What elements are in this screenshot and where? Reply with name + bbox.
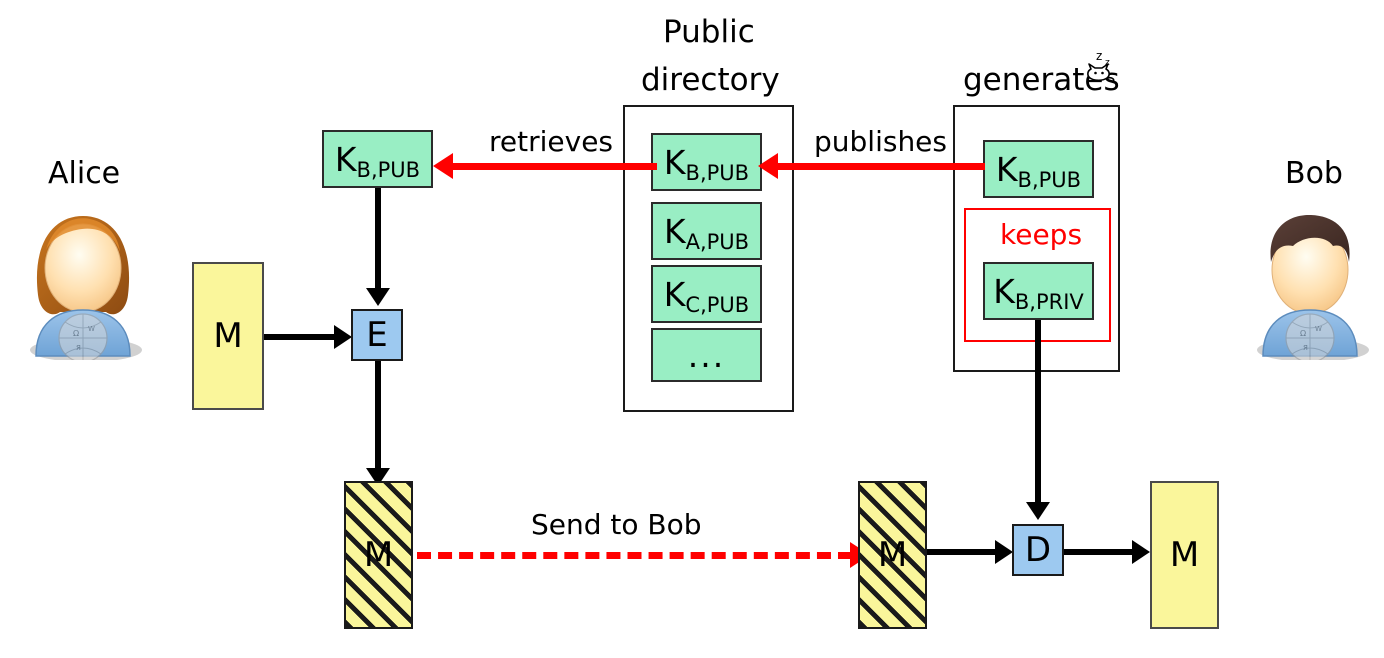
bob-plaintext-box[interactable]: M xyxy=(1150,481,1219,629)
bob-avatar: Ω W Я xyxy=(1245,200,1375,363)
bob-key-b-priv[interactable]: KB,PRIV xyxy=(983,262,1094,320)
plaintext-label: M xyxy=(1169,535,1200,575)
svg-text:Я: Я xyxy=(1303,344,1308,352)
bob-label: Bob xyxy=(1285,156,1343,191)
svg-text:z: z xyxy=(1105,58,1110,68)
directory-key-a-pub[interactable]: KA,PUB xyxy=(651,202,762,260)
plaintext-to-encrypt-arrow-head xyxy=(334,325,352,349)
alice-ciphertext-box[interactable]: M xyxy=(344,481,413,629)
ellipsis-text: ... xyxy=(687,335,726,375)
svg-text:W: W xyxy=(88,325,95,333)
retrieves-arrow-head xyxy=(433,153,453,179)
publishes-arrow-head xyxy=(758,153,778,179)
svg-text:Ω: Ω xyxy=(73,329,79,338)
publishes-arrow-line xyxy=(775,163,985,170)
plaintext-to-encrypt-line xyxy=(264,334,336,340)
send-to-bob-label: Send to Bob xyxy=(531,508,702,541)
svg-text:W: W xyxy=(1315,325,1322,333)
key-text: KB,PUB xyxy=(995,149,1082,192)
alice-label: Alice xyxy=(48,156,121,191)
key-text: KC,PUB xyxy=(663,274,750,317)
decrypt-to-plaintext-line xyxy=(1064,549,1134,555)
ciphertext-to-decrypt-line xyxy=(927,549,997,555)
plaintext-label: M xyxy=(213,316,243,356)
key-to-encrypt-line xyxy=(375,188,381,290)
svg-text:z: z xyxy=(1096,49,1102,63)
bob-key-b-pub[interactable]: KB,PUB xyxy=(983,140,1094,198)
encrypt-box[interactable]: E xyxy=(351,309,403,361)
key-text: KB,PRIV xyxy=(993,271,1084,314)
key-to-encrypt-arrow-head xyxy=(366,288,390,306)
directory-key-ellipsis[interactable]: ... xyxy=(651,328,762,382)
public-directory-title-line1: Public xyxy=(663,14,755,50)
retrieves-arrow-line xyxy=(452,163,657,170)
retrieves-label: retrieves xyxy=(489,125,614,158)
decrypt-to-plaintext-arrow-head xyxy=(1132,540,1150,564)
publishes-label: publishes xyxy=(814,125,947,158)
svg-text:Ω: Ω xyxy=(1300,329,1306,338)
send-to-bob-dashed-line xyxy=(417,552,852,559)
sleeping-cat-icon: z z xyxy=(1078,46,1126,92)
bob-ciphertext-box[interactable]: M xyxy=(858,481,927,629)
key-text: KA,PUB xyxy=(663,211,750,254)
directory-key-b-pub[interactable]: KB,PUB xyxy=(651,133,762,191)
key-text: KB,PUB xyxy=(663,142,750,185)
encrypt-to-ciphertext-line xyxy=(375,361,381,471)
keeps-label: keeps xyxy=(1000,218,1083,251)
private-key-to-decrypt-line xyxy=(1035,320,1041,505)
encrypt-label: E xyxy=(366,315,388,355)
alice-avatar: Ω W Я xyxy=(18,200,148,363)
ciphertext-to-decrypt-arrow-head xyxy=(995,540,1013,564)
public-directory-container xyxy=(623,105,794,412)
decrypt-label: D xyxy=(1024,530,1052,570)
key-text: KB,PUB xyxy=(334,139,421,182)
svg-text:Я: Я xyxy=(76,344,81,352)
alice-plaintext-box[interactable]: M xyxy=(192,262,264,410)
directory-key-c-pub[interactable]: KC,PUB xyxy=(651,265,762,323)
ciphertext-label: M xyxy=(363,535,394,575)
ciphertext-label: M xyxy=(877,535,908,575)
alice-retrieved-key[interactable]: KB,PUB xyxy=(322,130,433,188)
public-directory-title-line2: directory xyxy=(641,62,780,98)
decrypt-box[interactable]: D xyxy=(1012,524,1064,576)
private-key-to-decrypt-arrow-head xyxy=(1026,502,1050,520)
